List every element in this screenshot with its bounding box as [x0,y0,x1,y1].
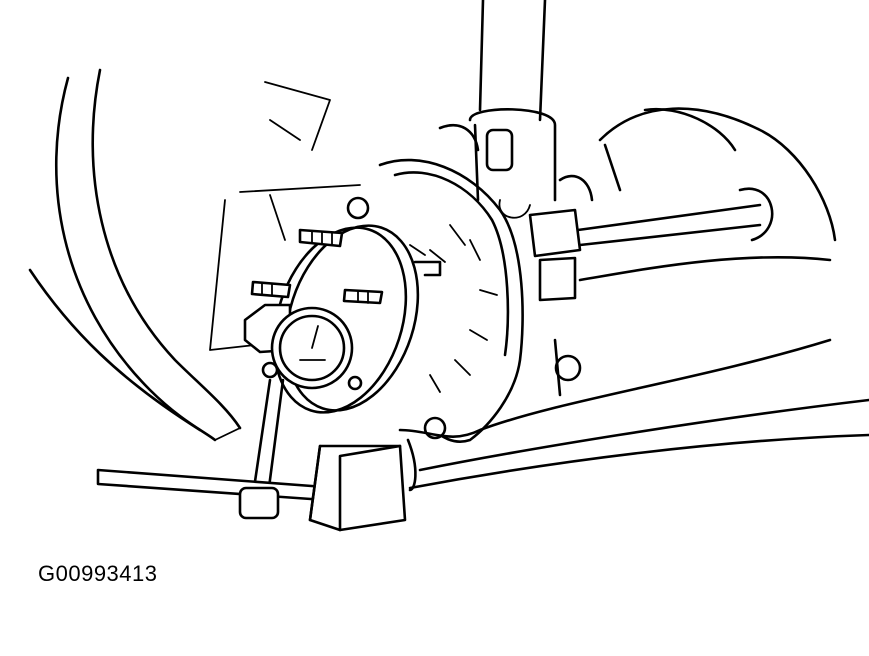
wheel-studs [250,228,384,305]
brake-rotor [272,224,420,414]
steering-knuckle [346,158,524,443]
tie-rod-and-body [528,107,837,302]
lower-control-arm [398,338,869,492]
inner-fender-lines [209,81,361,351]
strut-assembly [438,0,557,219]
wheel-well-arcs [28,68,242,442]
figure-id-label: G00993413 [38,561,158,586]
magnetic-base [308,444,407,532]
dial-indicator [243,303,363,391]
